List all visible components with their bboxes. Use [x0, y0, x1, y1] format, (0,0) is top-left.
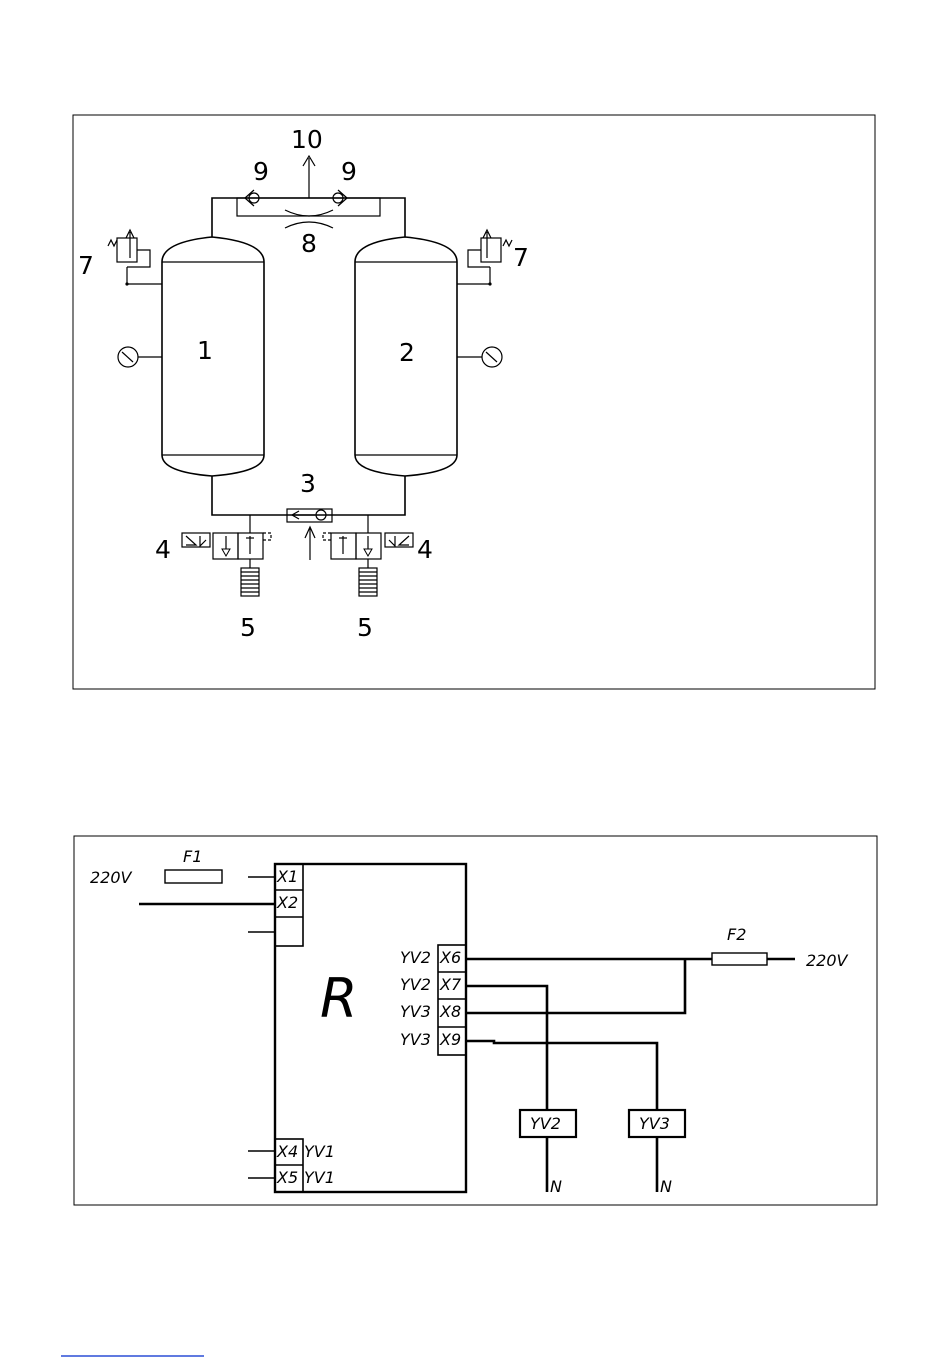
terminal-x6-tag: YV2: [400, 948, 431, 967]
terminal-x8: X8: [439, 1002, 461, 1021]
terminal-x4-tag: YV1: [304, 1142, 335, 1161]
wire-x9: [466, 1041, 657, 1110]
terminal-x9: X9: [439, 1030, 461, 1049]
terminal-x4: X4: [276, 1142, 298, 1161]
terminal-x7-tag: YV2: [400, 975, 431, 994]
wiring-frame: [74, 836, 877, 1205]
fuse-f1-label: F1: [183, 847, 202, 866]
pneumatic-diagram: 10 9 9 8 7 7 1 2 3 4 4 5 5: [73, 115, 875, 689]
fuse-f1-icon: [165, 870, 222, 883]
silencer-5-right-icon: [359, 568, 377, 596]
label-tank-2: 2: [399, 338, 415, 367]
label-safety-valve-left: 7: [78, 251, 94, 280]
check-valve-3-arrow: [292, 511, 315, 519]
label-check-valve-9-left: 9: [253, 157, 269, 186]
label-check-valve-3: 3: [300, 469, 316, 498]
terminal-x6: X6: [439, 948, 461, 967]
terminal-x8-tag: YV3: [400, 1002, 431, 1021]
orifice-8-upper: [285, 210, 333, 216]
terminal-x9-tag: YV3: [400, 1030, 431, 1049]
label-tank-1: 1: [197, 336, 213, 365]
gauge-right-needle: [486, 352, 497, 362]
neutral-1-label: N: [550, 1177, 562, 1196]
tank-1: [162, 237, 264, 476]
neutral-2-label: N: [660, 1177, 672, 1196]
silencer-5-left-icon: [241, 568, 259, 596]
supply-left-label: 220V: [90, 868, 133, 887]
label-solenoid-valve-right: 4: [417, 535, 433, 564]
orifice-8-lower: [285, 222, 333, 228]
wiring-diagram: R X1 X2 F1 220V X4 X5 YV1 YV1 X6 X7 X8 X…: [74, 836, 877, 1205]
pneumatic-frame: [73, 115, 875, 689]
label-solenoid-valve-left: 4: [155, 535, 171, 564]
label-safety-valve-right: 7: [513, 243, 529, 272]
label-outlet: 10: [291, 125, 323, 154]
label-orifice: 8: [301, 229, 317, 258]
solenoid-valve-4-right-icon: [323, 515, 413, 568]
gauge-left-needle: [122, 352, 133, 362]
controller-label: R: [320, 967, 358, 1030]
coil-yv3-label: YV3: [639, 1114, 670, 1133]
solenoid-valve-4-left-icon: [182, 515, 271, 568]
label-silencer-right: 5: [357, 613, 373, 642]
supply-right-label: 220V: [806, 951, 849, 970]
terminal-x5-tag: YV1: [304, 1168, 335, 1187]
terminal-x7: X7: [439, 975, 462, 994]
fuse-f2-label: F2: [727, 925, 746, 944]
label-silencer-left: 5: [240, 613, 256, 642]
safety-valve-7-left-icon: [108, 230, 162, 286]
terminal-x1: X1: [276, 867, 298, 886]
terminal-x2: X2: [276, 893, 298, 912]
label-check-valve-9-right: 9: [341, 157, 357, 186]
coil-yv2-label: YV2: [530, 1114, 561, 1133]
wire-x7: [466, 986, 547, 1110]
fuse-f2-icon: [712, 953, 767, 965]
terminal-x5: X5: [276, 1168, 298, 1187]
safety-valve-7-right-icon: [457, 230, 512, 286]
